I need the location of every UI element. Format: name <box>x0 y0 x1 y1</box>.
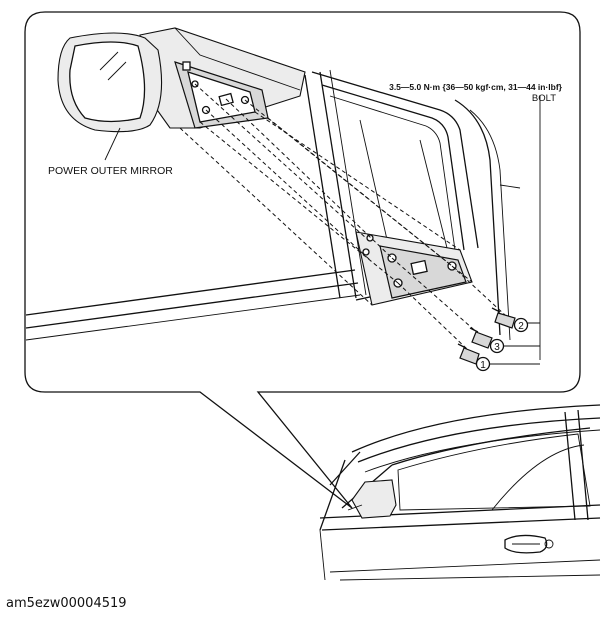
car-mirror <box>351 479 397 519</box>
bolt-label: BOLT <box>532 93 556 104</box>
callout-1: 1 <box>475 356 491 372</box>
power-outer-mirror <box>57 27 306 133</box>
callout-2: 2 <box>513 317 529 333</box>
image-code: am5ezw00004519 <box>6 596 127 611</box>
torque-spec-label: 3.5—5.0 N·m {36—50 kgf·cm, 31—44 in·lbf} <box>389 82 563 92</box>
detail-callout-bubble <box>24 11 581 509</box>
car-front-door <box>319 404 601 581</box>
bolt-2 <box>491 307 516 329</box>
callout-3-label: 3 <box>494 342 500 353</box>
bolt-3 <box>469 327 493 349</box>
power-outer-mirror-label: POWER OUTER MIRROR <box>48 165 173 177</box>
callout-2-label: 2 <box>518 321 524 332</box>
callout-3: 3 <box>489 338 505 354</box>
assembly-guide-lines <box>179 83 506 351</box>
callout-1-label: 1 <box>480 360 486 371</box>
door-frame-detail <box>25 69 521 341</box>
